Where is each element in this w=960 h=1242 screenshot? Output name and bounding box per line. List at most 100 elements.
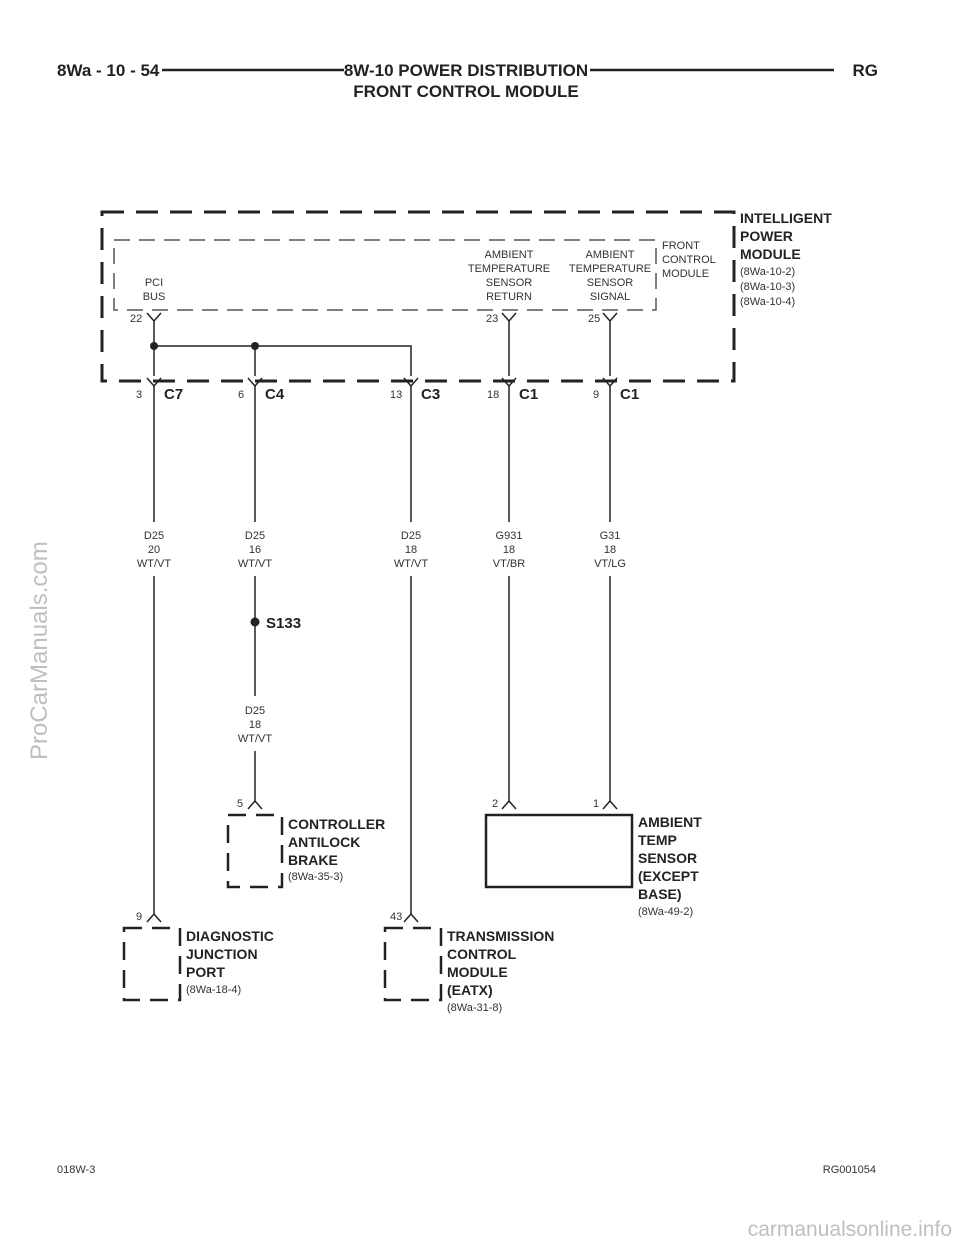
tcm-outline [383,926,443,1002]
connector-c1-return: 18 C1 [487,386,538,403]
component-name-line: PORT [186,964,225,980]
wire-circuit: D25 [245,530,265,542]
wire-segment [154,345,412,376]
wire-label-1: D25 20 WT/VT [137,530,171,570]
pin-number: 25 [588,313,600,325]
component-name-line: (EATX) [447,982,493,998]
pin-terminal [146,312,162,335]
wire-color: VT/BR [493,558,525,570]
pin-terminal [602,799,618,810]
wires [153,386,611,914]
connector-c4: 6 C4 [238,386,285,403]
ipm-name-line: POWER [740,228,793,244]
wire-color: WT/VT [394,558,428,570]
component-name-line: BRAKE [288,852,338,868]
page-number: 8Wa - 10 - 54 [57,61,160,80]
wire-gauge: 18 [503,544,515,556]
component-name-line: DIAGNOSTIC [186,928,274,944]
component-name-line: CONTROL [447,946,517,962]
pin-label-line: BUS [143,291,166,303]
wire-color: VT/LG [594,558,626,570]
fcm-label: FRONT CONTROL MODULE [662,240,716,280]
fcm-pin-sensor-signal: AMBIENT TEMPERATURE SENSOR SIGNAL 25 [569,249,651,325]
connector-pin: 18 [487,389,499,401]
pin-label-line: SIGNAL [590,291,630,303]
wire-label-5: G31 18 VT/LG [594,530,626,570]
splice-name: S133 [266,615,301,632]
connector-name: C1 [519,386,538,403]
page-title-line2: FRONT CONTROL MODULE [353,82,578,101]
connector-c3: 13 C3 [390,386,440,403]
ambient-sensor-outline [484,813,634,889]
page-code: RG [853,61,879,80]
component-ref: (8Wa-18-4) [186,984,241,996]
component-name-line: TEMP [638,832,677,848]
fcm-name-line: MODULE [662,268,709,280]
pin-label-line: PCI [145,277,163,289]
wire-color: WT/VT [137,558,171,570]
pin-label-line: AMBIENT [485,249,534,261]
pin-label-line: TEMPERATURE [468,263,550,275]
pin-number: 22 [130,313,142,325]
wire-gauge: 18 [249,719,261,731]
pin-terminal [602,312,618,376]
wire-label-6: D25 18 WT/VT [238,705,272,745]
side-watermark: ProCarManuals.com [26,541,53,760]
connector-pin: 3 [136,389,142,401]
bottom-watermark: carmanualsonline.info [748,1218,952,1241]
connector-name: C7 [164,386,183,403]
fcm-pin-terminals [146,312,618,376]
component-name-line: JUNCTION [186,946,258,962]
connector-name: C4 [265,386,285,403]
pin-terminal [146,912,162,923]
pin-label-line: TEMPERATURE [569,263,651,275]
connector-name: C3 [421,386,440,403]
pin-terminal [247,799,263,810]
component-transmission-control-module: 43 TRANSMISSION CONTROL MODULE (EATX) (8… [383,911,554,1014]
connector-pin: 9 [593,389,599,401]
ipm-name-line: INTELLIGENT [740,210,832,226]
junction-dot [251,342,259,350]
ipm-ref: (8Wa-10-3) [740,281,795,293]
wire-label-2: D25 16 WT/VT [238,530,272,570]
component-name-line: SENSOR [638,850,697,866]
wire-label-3: D25 18 WT/VT [394,530,428,570]
component-name-line: TRANSMISSION [447,928,554,944]
component-pin: 2 [492,798,498,810]
pin-number: 23 [486,313,498,325]
junction-dot [150,342,158,350]
wire-gauge: 18 [405,544,417,556]
pin-label-line: AMBIENT [586,249,635,261]
wire-gauge: 16 [249,544,261,556]
wire-circuit: D25 [144,530,164,542]
component-name-line: (EXCEPT [638,868,699,884]
ipm-name-line: MODULE [740,246,801,262]
ipm-label: INTELLIGENT POWER MODULE (8Wa-10-2) (8Wa… [740,210,832,308]
component-pin-terminals [146,799,618,923]
ipm-ref: (8Wa-10-2) [740,266,795,278]
connector-pin: 6 [238,389,244,401]
component-diagnostic-junction-port: 9 DIAGNOSTIC JUNCTION PORT (8Wa-18-4) [122,911,274,1002]
component-pin: 9 [136,911,142,923]
pin-terminal [501,799,517,810]
pin-label-line: RETURN [486,291,532,303]
wire-label-4: G931 18 VT/BR [493,530,525,570]
connector-name: C1 [620,386,639,403]
pin-label-line: SENSOR [587,277,634,289]
component-name-line: MODULE [447,964,508,980]
component-name-line: CONTROLLER [288,816,385,832]
fcm-pin-pci-bus: PCI BUS 22 [130,277,165,325]
pin-terminal [501,312,517,376]
pin-label-line: SENSOR [486,277,533,289]
component-pin: 5 [237,798,243,810]
wire-gauge: 20 [148,544,160,556]
fcm-outline [113,239,657,311]
wire-circuit: D25 [401,530,421,542]
wire-circuit: D25 [245,705,265,717]
component-controller-antilock-brake: 5 CONTROLLER ANTILOCK BRAKE (8Wa-35-3) [226,798,385,889]
abs-outline [226,813,284,889]
fcm-pin-sensor-return: AMBIENT TEMPERATURE SENSOR RETURN 23 [468,249,550,325]
component-pin: 43 [390,911,402,923]
diag-port-outline [122,926,182,1002]
fcm-name-line: FRONT [662,240,700,252]
